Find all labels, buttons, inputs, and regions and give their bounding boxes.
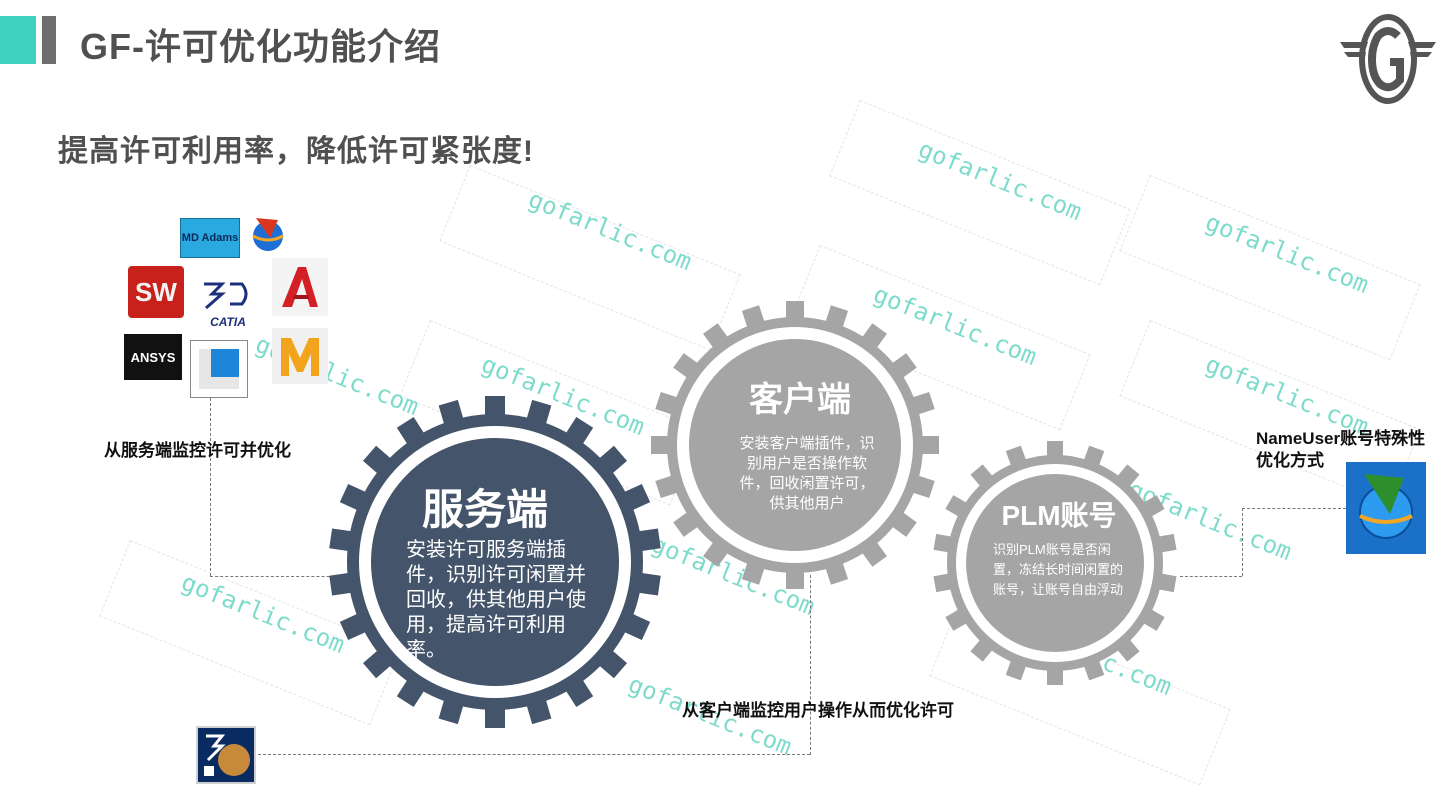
maya-logo	[272, 328, 328, 384]
server-gear	[329, 396, 661, 728]
software-tile-icon	[190, 340, 248, 398]
solidworks-logo-text: SW	[135, 276, 177, 307]
ansys-logo-text: ANSYS	[130, 349, 176, 365]
nameuser-caption-line1: NameUser账号特殊性	[1256, 429, 1426, 448]
autocad-logo	[272, 258, 328, 316]
server-monitor-caption: 从服务端监控许可并优化	[104, 441, 291, 460]
connector-line	[210, 576, 360, 577]
header-divider-bar	[42, 16, 56, 64]
md-adams-logo-text: MD Adams	[181, 232, 239, 244]
nx-globe-icon	[248, 214, 288, 254]
connector-line	[1180, 576, 1242, 577]
server-gear-body: 安装许可服务端插件，识别许可闲置并回收，供其他用户使用，提高许可利用率。	[406, 539, 586, 661]
plm-gear	[933, 441, 1177, 685]
gf-logo-icon	[1338, 12, 1438, 106]
catia-logo: CATIA	[196, 280, 260, 329]
connector-line	[1242, 508, 1346, 509]
nameuser-caption-line2: 优化方式	[1256, 451, 1324, 470]
watermark-frame	[829, 100, 1131, 286]
plm-gear-body: 识别PLM账号是否闲置，冻结长时间闲置的账号，让账号自由浮动	[993, 542, 1124, 597]
connector-line	[210, 398, 211, 576]
ansys-logo: ANSYS	[124, 334, 182, 380]
connector-line	[258, 754, 810, 755]
server-gear-title: 服务端	[421, 486, 548, 533]
connector-line	[1242, 508, 1243, 576]
3dexperience-icon	[196, 726, 256, 784]
page-title: GF-许可优化功能介绍	[80, 26, 441, 67]
header-accent-bar	[0, 16, 36, 64]
client-gear-body: 安装客户端插件，识别用户是否操作软件，回收闲置许可，供其他用户	[739, 435, 875, 512]
page-subtitle: 提高许可利用率，降低许可紧张度!	[58, 135, 534, 168]
nameuser-app-icon	[1346, 462, 1426, 554]
connector-line	[810, 575, 811, 755]
plm-gear-title: PLM账号	[1001, 500, 1117, 531]
client-gear-title: 客户端	[749, 381, 851, 419]
solidworks-logo: SW	[128, 266, 184, 318]
catia-logo-text: CATIA	[210, 315, 246, 329]
client-gear	[651, 301, 939, 589]
md-adams-logo: MD Adams	[180, 218, 240, 258]
client-monitor-caption: 从客户端监控用户操作从而优化许可	[682, 701, 954, 720]
